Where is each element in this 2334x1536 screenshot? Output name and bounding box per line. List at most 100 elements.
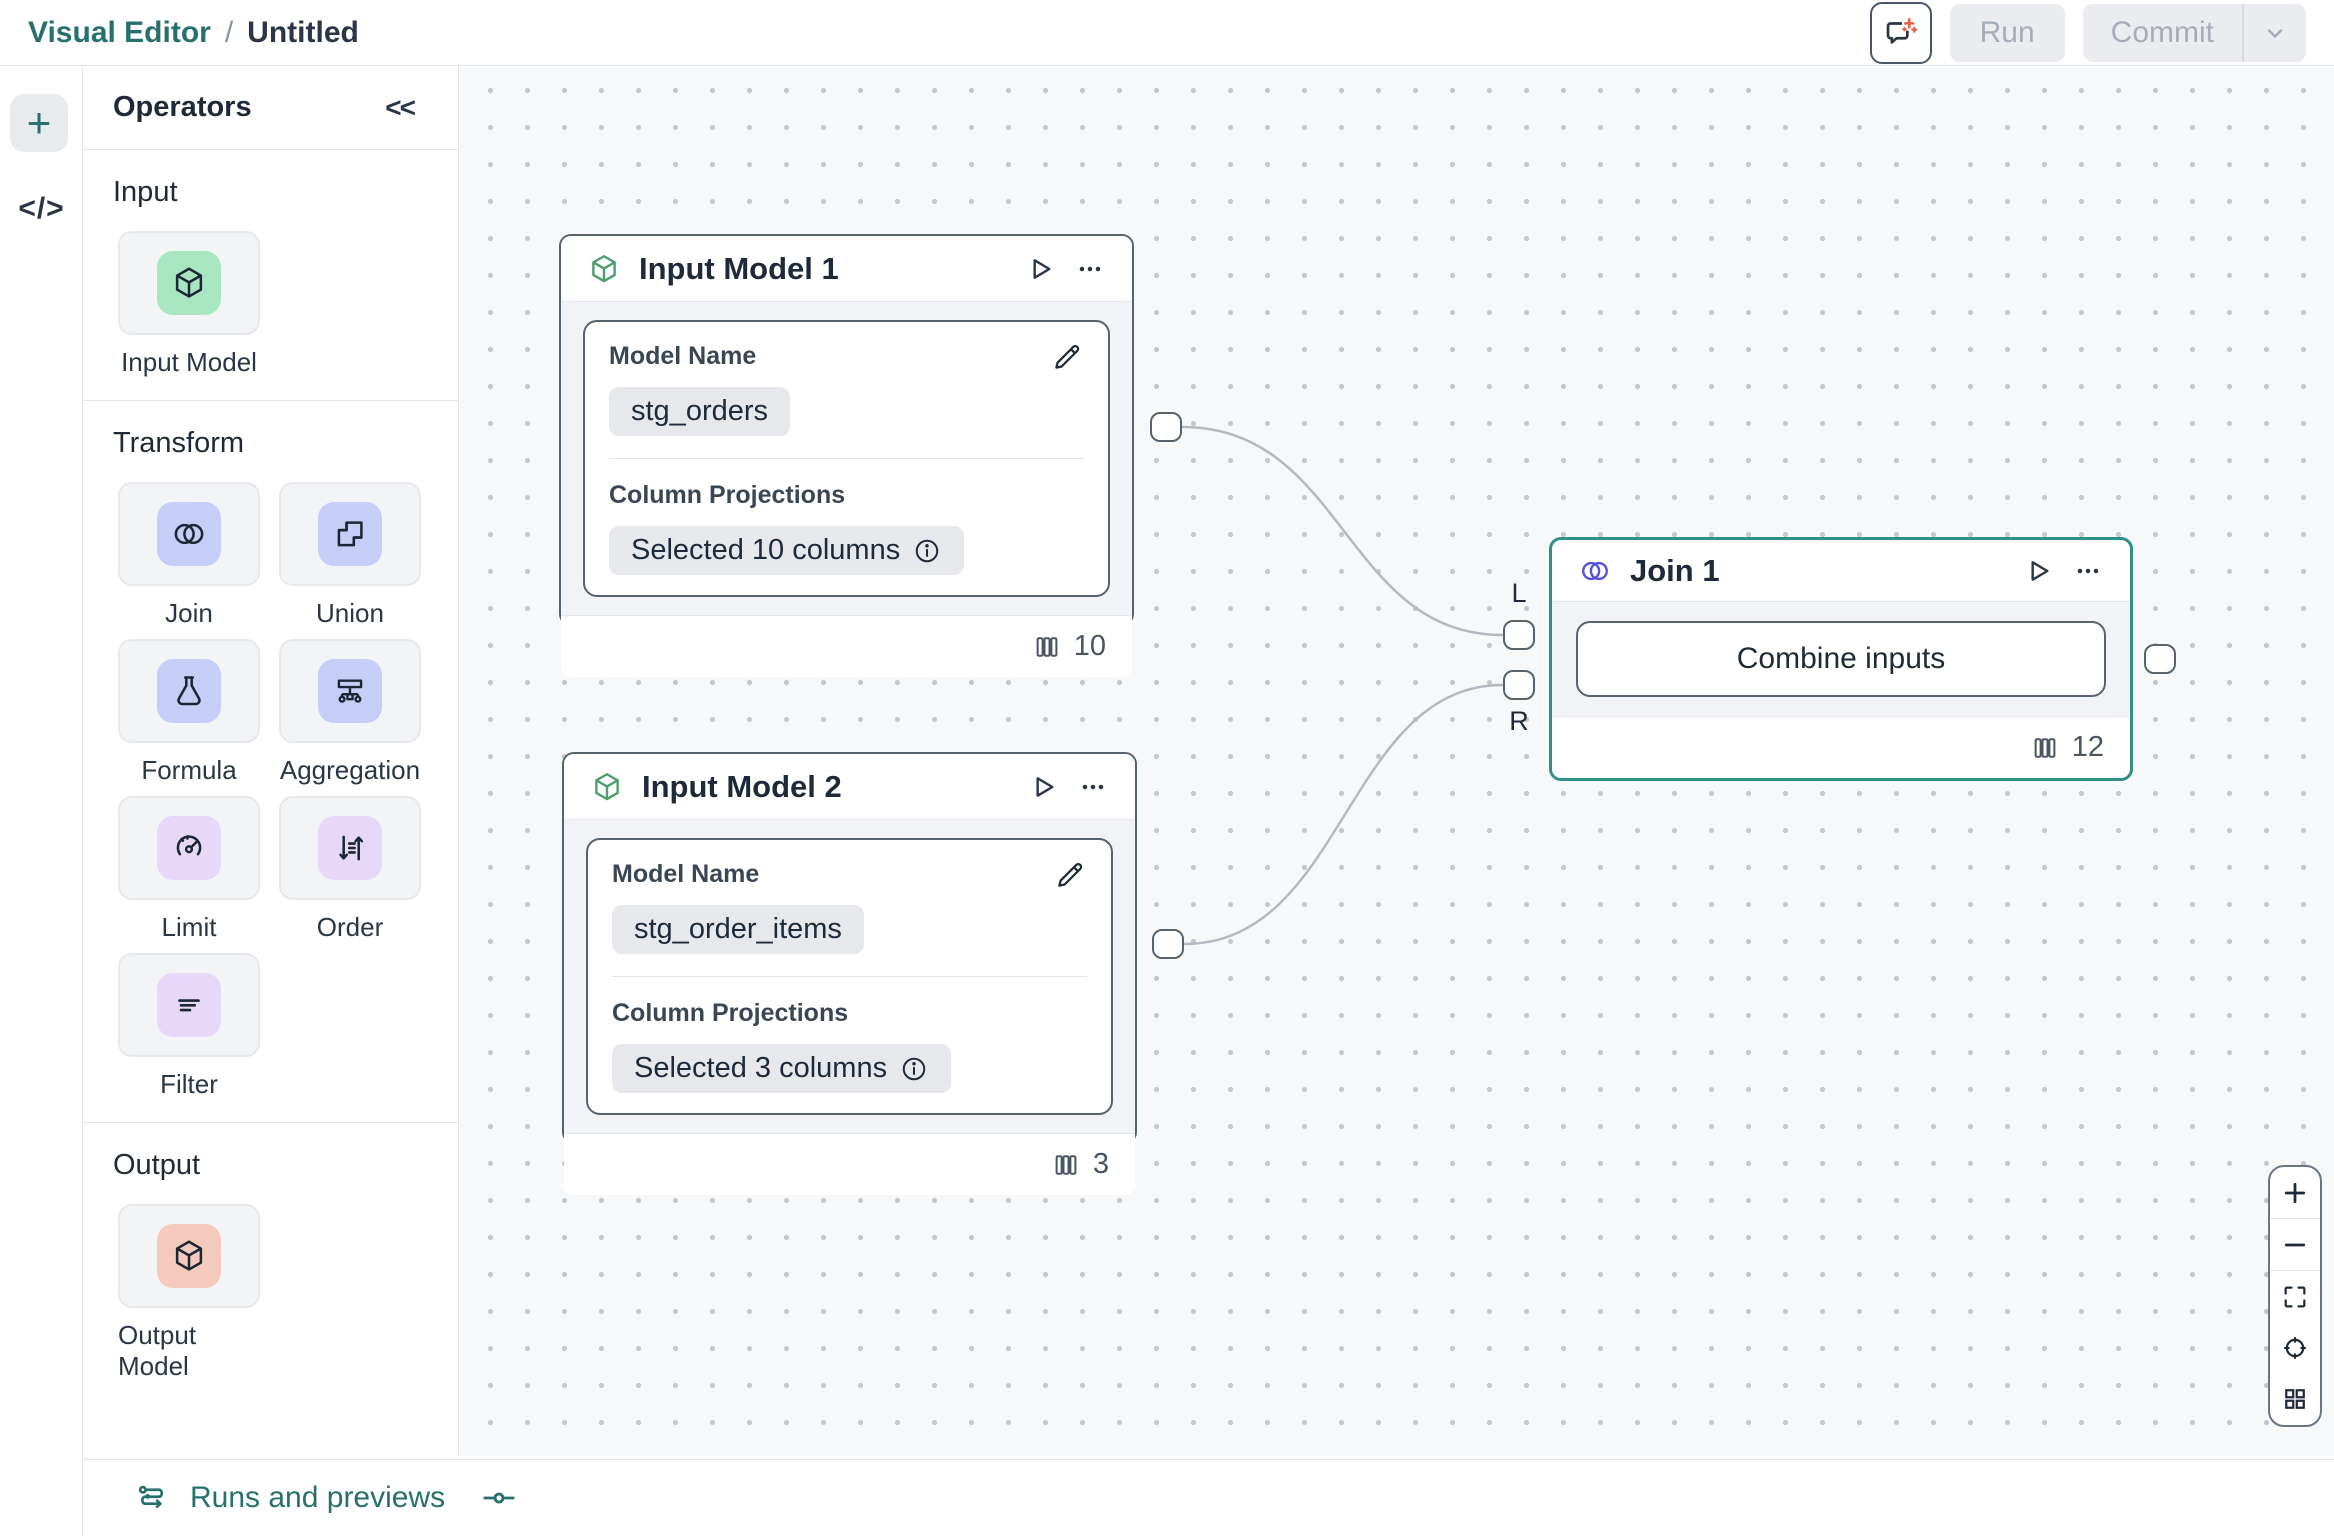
model-name-value: stg_orders — [631, 395, 768, 428]
commit-button[interactable]: Commit — [2083, 4, 2242, 62]
node-footer: 12 — [1552, 716, 2130, 778]
operator-tile-join[interactable]: Join — [118, 482, 260, 629]
fullscreen-icon — [2281, 1283, 2309, 1311]
ellipsis-icon — [1077, 771, 1109, 803]
column-count: 12 — [2072, 731, 2104, 764]
port-output-input-model-1[interactable] — [1150, 412, 1182, 442]
cube-icon — [170, 264, 208, 302]
limit-gauge-icon — [170, 829, 208, 867]
zoom-out-button[interactable] — [2270, 1219, 2320, 1270]
code-view-button[interactable]: </> — [0, 184, 83, 234]
operator-tile-filter[interactable]: Filter — [118, 953, 260, 1100]
column-count: 10 — [1074, 630, 1106, 663]
section-transform-grid: Join Union — [113, 482, 438, 1100]
port-join-output[interactable] — [2144, 644, 2176, 674]
fit-view-button[interactable] — [2270, 1271, 2320, 1322]
run-node-button[interactable] — [1024, 253, 1056, 285]
tile-frame — [118, 953, 260, 1057]
filter-lines-icon — [170, 986, 208, 1024]
port-join-right-input[interactable] — [1503, 670, 1535, 700]
join-icon — [170, 515, 208, 553]
column-projections-chip[interactable]: Selected 10 columns — [609, 526, 964, 575]
collapse-panel-button[interactable]: << — [385, 92, 414, 124]
zoom-in-button[interactable] — [2270, 1167, 2320, 1218]
combine-inputs-button[interactable]: Combine inputs — [1576, 621, 2106, 697]
ellipsis-icon — [2072, 555, 2104, 587]
node-header: Input Model 2 — [564, 754, 1135, 820]
card-divider — [609, 458, 1084, 459]
grid-icon — [2281, 1385, 2309, 1413]
operator-tile-aggregation[interactable]: Aggregation — [279, 639, 421, 786]
node-menu-button[interactable] — [1077, 771, 1109, 803]
target-icon — [2281, 1334, 2309, 1362]
column-projections-label: Column Projections — [609, 481, 1084, 510]
ai-assistant-button[interactable] — [1870, 2, 1932, 64]
column-projections-label: Column Projections — [612, 999, 1087, 1028]
node-menu-button[interactable] — [1074, 253, 1106, 285]
flow-canvas[interactable]: Input Model 1 Model Name stg_orders Colu… — [460, 66, 2334, 1456]
operator-tile-order[interactable]: Order — [279, 796, 421, 943]
port-output-input-model-2[interactable] — [1152, 929, 1184, 959]
model-name-chip[interactable]: stg_order_items — [612, 905, 864, 954]
operator-tile-limit[interactable]: Limit — [118, 796, 260, 943]
section-output: Output Output Model — [83, 1122, 458, 1404]
tile-icon-bg — [318, 502, 382, 566]
breadcrumb: Visual Editor / Untitled — [28, 16, 359, 50]
node-config-card: Model Name stg_orders Column Projections… — [583, 320, 1110, 597]
collapse-icon: << — [385, 92, 414, 123]
node-input-model-2[interactable]: Input Model 2 Model Name stg_order_items… — [562, 752, 1137, 1144]
layout-grid-button[interactable] — [2270, 1374, 2320, 1425]
top-bar: Visual Editor / Untitled Run Commit — [0, 0, 2334, 66]
port-label-right: R — [1501, 706, 1537, 737]
tile-label: Filter — [160, 1069, 218, 1100]
section-output-label: Output — [113, 1149, 438, 1182]
runs-flow-icon — [134, 1479, 172, 1517]
edit-model-name-button[interactable] — [1053, 858, 1087, 892]
node-input-model-1[interactable]: Input Model 1 Model Name stg_orders Colu… — [559, 234, 1134, 626]
tile-frame — [279, 639, 421, 743]
tile-label: Union — [316, 598, 384, 629]
canvas-controls — [2268, 1165, 2322, 1427]
model-name-value: stg_order_items — [634, 913, 842, 946]
operators-title: Operators — [113, 91, 252, 124]
run-node-button[interactable] — [2022, 555, 2054, 587]
add-button[interactable]: + — [10, 94, 68, 152]
center-view-button[interactable] — [2270, 1323, 2320, 1374]
plus-icon: + — [27, 99, 52, 147]
operators-panel-header: Operators << — [83, 66, 458, 150]
union-icon — [331, 515, 369, 553]
tile-icon-bg — [157, 251, 221, 315]
run-node-button[interactable] — [1027, 771, 1059, 803]
plus-icon — [2280, 1178, 2310, 1208]
runs-and-previews-button[interactable]: Runs and previews — [134, 1479, 445, 1517]
column-projections-chip[interactable]: Selected 3 columns — [612, 1044, 951, 1093]
model-name-chip[interactable]: stg_orders — [609, 387, 790, 436]
port-join-left-input[interactable] — [1503, 620, 1535, 650]
edge-input2-to-join-right — [1184, 685, 1503, 944]
operator-tile-formula[interactable]: Formula — [118, 639, 260, 786]
run-button[interactable]: Run — [1950, 4, 2065, 62]
column-count: 3 — [1093, 1148, 1109, 1181]
tile-label: Join — [165, 598, 213, 629]
tile-label: Aggregation — [280, 755, 420, 786]
breadcrumb-app-link[interactable]: Visual Editor — [28, 16, 211, 50]
operator-tile-output-model[interactable]: Output Model — [118, 1204, 260, 1382]
play-icon — [1024, 253, 1056, 285]
operator-tile-input-model[interactable]: Input Model — [118, 231, 260, 378]
section-input-grid: Input Model — [113, 231, 438, 378]
edit-model-name-button[interactable] — [1050, 340, 1084, 374]
operator-tile-union[interactable]: Union — [279, 482, 421, 629]
tile-frame — [279, 796, 421, 900]
cube-icon — [590, 770, 624, 804]
commit-dropdown-button[interactable] — [2244, 4, 2306, 62]
node-menu-button[interactable] — [2072, 555, 2104, 587]
code-icon: </> — [18, 192, 64, 226]
commit-split-button: Commit — [2083, 4, 2306, 62]
edge-input1-to-join-left — [1182, 427, 1503, 635]
node-footer: 10 — [561, 615, 1132, 677]
info-icon — [912, 536, 942, 566]
top-actions: Run Commit — [1870, 2, 2306, 64]
tile-icon-bg — [157, 1224, 221, 1288]
panel-resize-handle[interactable] — [479, 1478, 519, 1518]
node-join-1[interactable]: Join 1 Combine inputs 12 — [1549, 537, 2133, 781]
